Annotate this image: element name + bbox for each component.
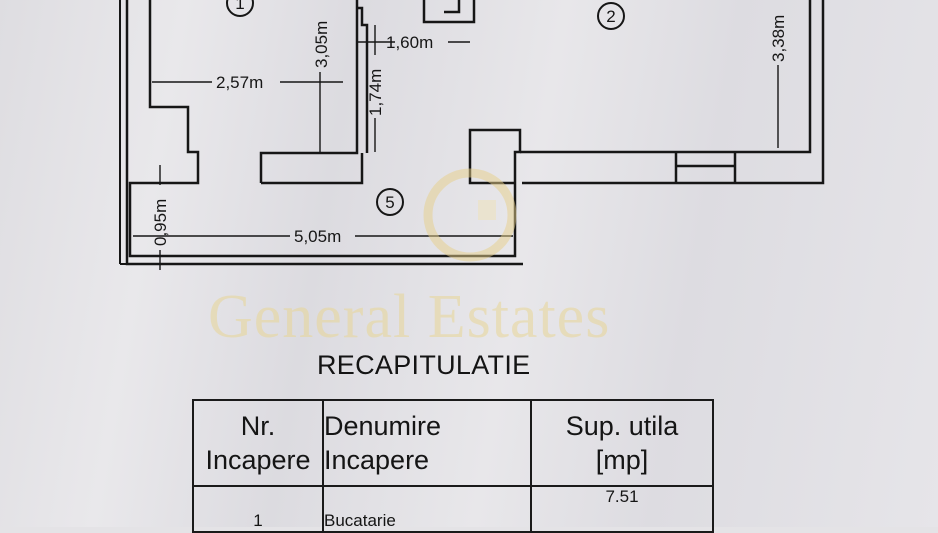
header-room-name: Denumire Incapere xyxy=(322,399,532,487)
header-room-number-line1: Nr. xyxy=(240,411,276,441)
room-summary-table: Nr. Incapere Denumire Incapere Sup. util… xyxy=(192,399,714,533)
room-label-1: 1 xyxy=(235,0,244,13)
watermark-logo-icon xyxy=(423,168,517,262)
cell-room-number: 1 xyxy=(192,485,324,533)
header-usable-area-line2: [mp] xyxy=(595,445,649,475)
header-room-name-line1: Denumire xyxy=(324,411,442,441)
header-room-number-line2: Incapere xyxy=(205,445,311,475)
watermark-text: General Estates xyxy=(208,283,611,351)
dimension-3-05m: 3,05m xyxy=(312,21,331,68)
table-header-row: Nr. Incapere Denumire Incapere Sup. util… xyxy=(192,399,714,487)
header-room-number: Nr. Incapere xyxy=(192,399,324,487)
cell-room-name: Bucatarie xyxy=(322,485,532,533)
header-room-name-line2: Incapere xyxy=(324,445,430,475)
cell-usable-area: 7.51 xyxy=(530,485,714,533)
room-marker-2-circle xyxy=(597,2,625,30)
dimension-0-95m: 0,95m xyxy=(151,199,170,246)
summary-title: RECAPITULATIE xyxy=(317,350,531,380)
dimension-5-05m: 5,05m xyxy=(294,227,341,246)
dimension-1-74m: 1,74m xyxy=(366,69,385,116)
header-usable-area-line1: Sup. utila xyxy=(565,411,679,441)
header-usable-area: Sup. utila [mp] xyxy=(530,399,714,487)
room-marker-1-circle xyxy=(226,0,254,17)
room-label-2: 2 xyxy=(606,7,615,26)
room-marker-5-circle xyxy=(376,188,404,216)
table-row: 1 Bucatarie 7.51 xyxy=(192,485,714,533)
room-label-5: 5 xyxy=(385,193,394,212)
dimension-2-57m: 2,57m xyxy=(216,73,263,92)
dimension-1-60m: 1,60m xyxy=(386,33,433,52)
dimension-3-38m: 3,38m xyxy=(769,15,788,62)
